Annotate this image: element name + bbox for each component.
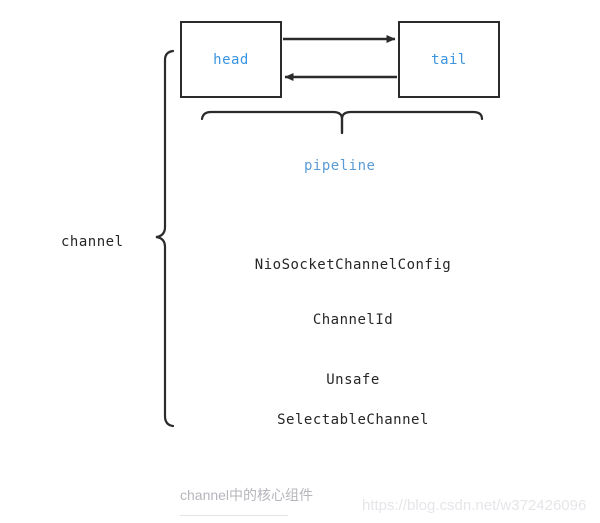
node-tail[interactable]: tail	[398, 21, 500, 98]
figure-caption: channel中的核心组件	[180, 487, 314, 503]
node-head-label: head	[213, 51, 249, 68]
component-item: NioSocketChannelConfig	[254, 257, 452, 273]
node-head[interactable]: head	[180, 21, 282, 98]
group-label-channel: channel	[61, 234, 124, 250]
component-item: Unsafe	[326, 372, 380, 388]
component-item: SelectableChannel	[277, 412, 429, 428]
channel-brace	[155, 49, 175, 428]
caption-divider	[180, 515, 288, 516]
group-label-pipeline: pipeline	[304, 158, 376, 174]
watermark-text: https://blog.csdn.net/w372426096	[362, 497, 587, 514]
pipeline-brace	[200, 110, 484, 135]
component-item: ChannelId	[312, 312, 394, 328]
node-tail-label: tail	[431, 51, 467, 68]
